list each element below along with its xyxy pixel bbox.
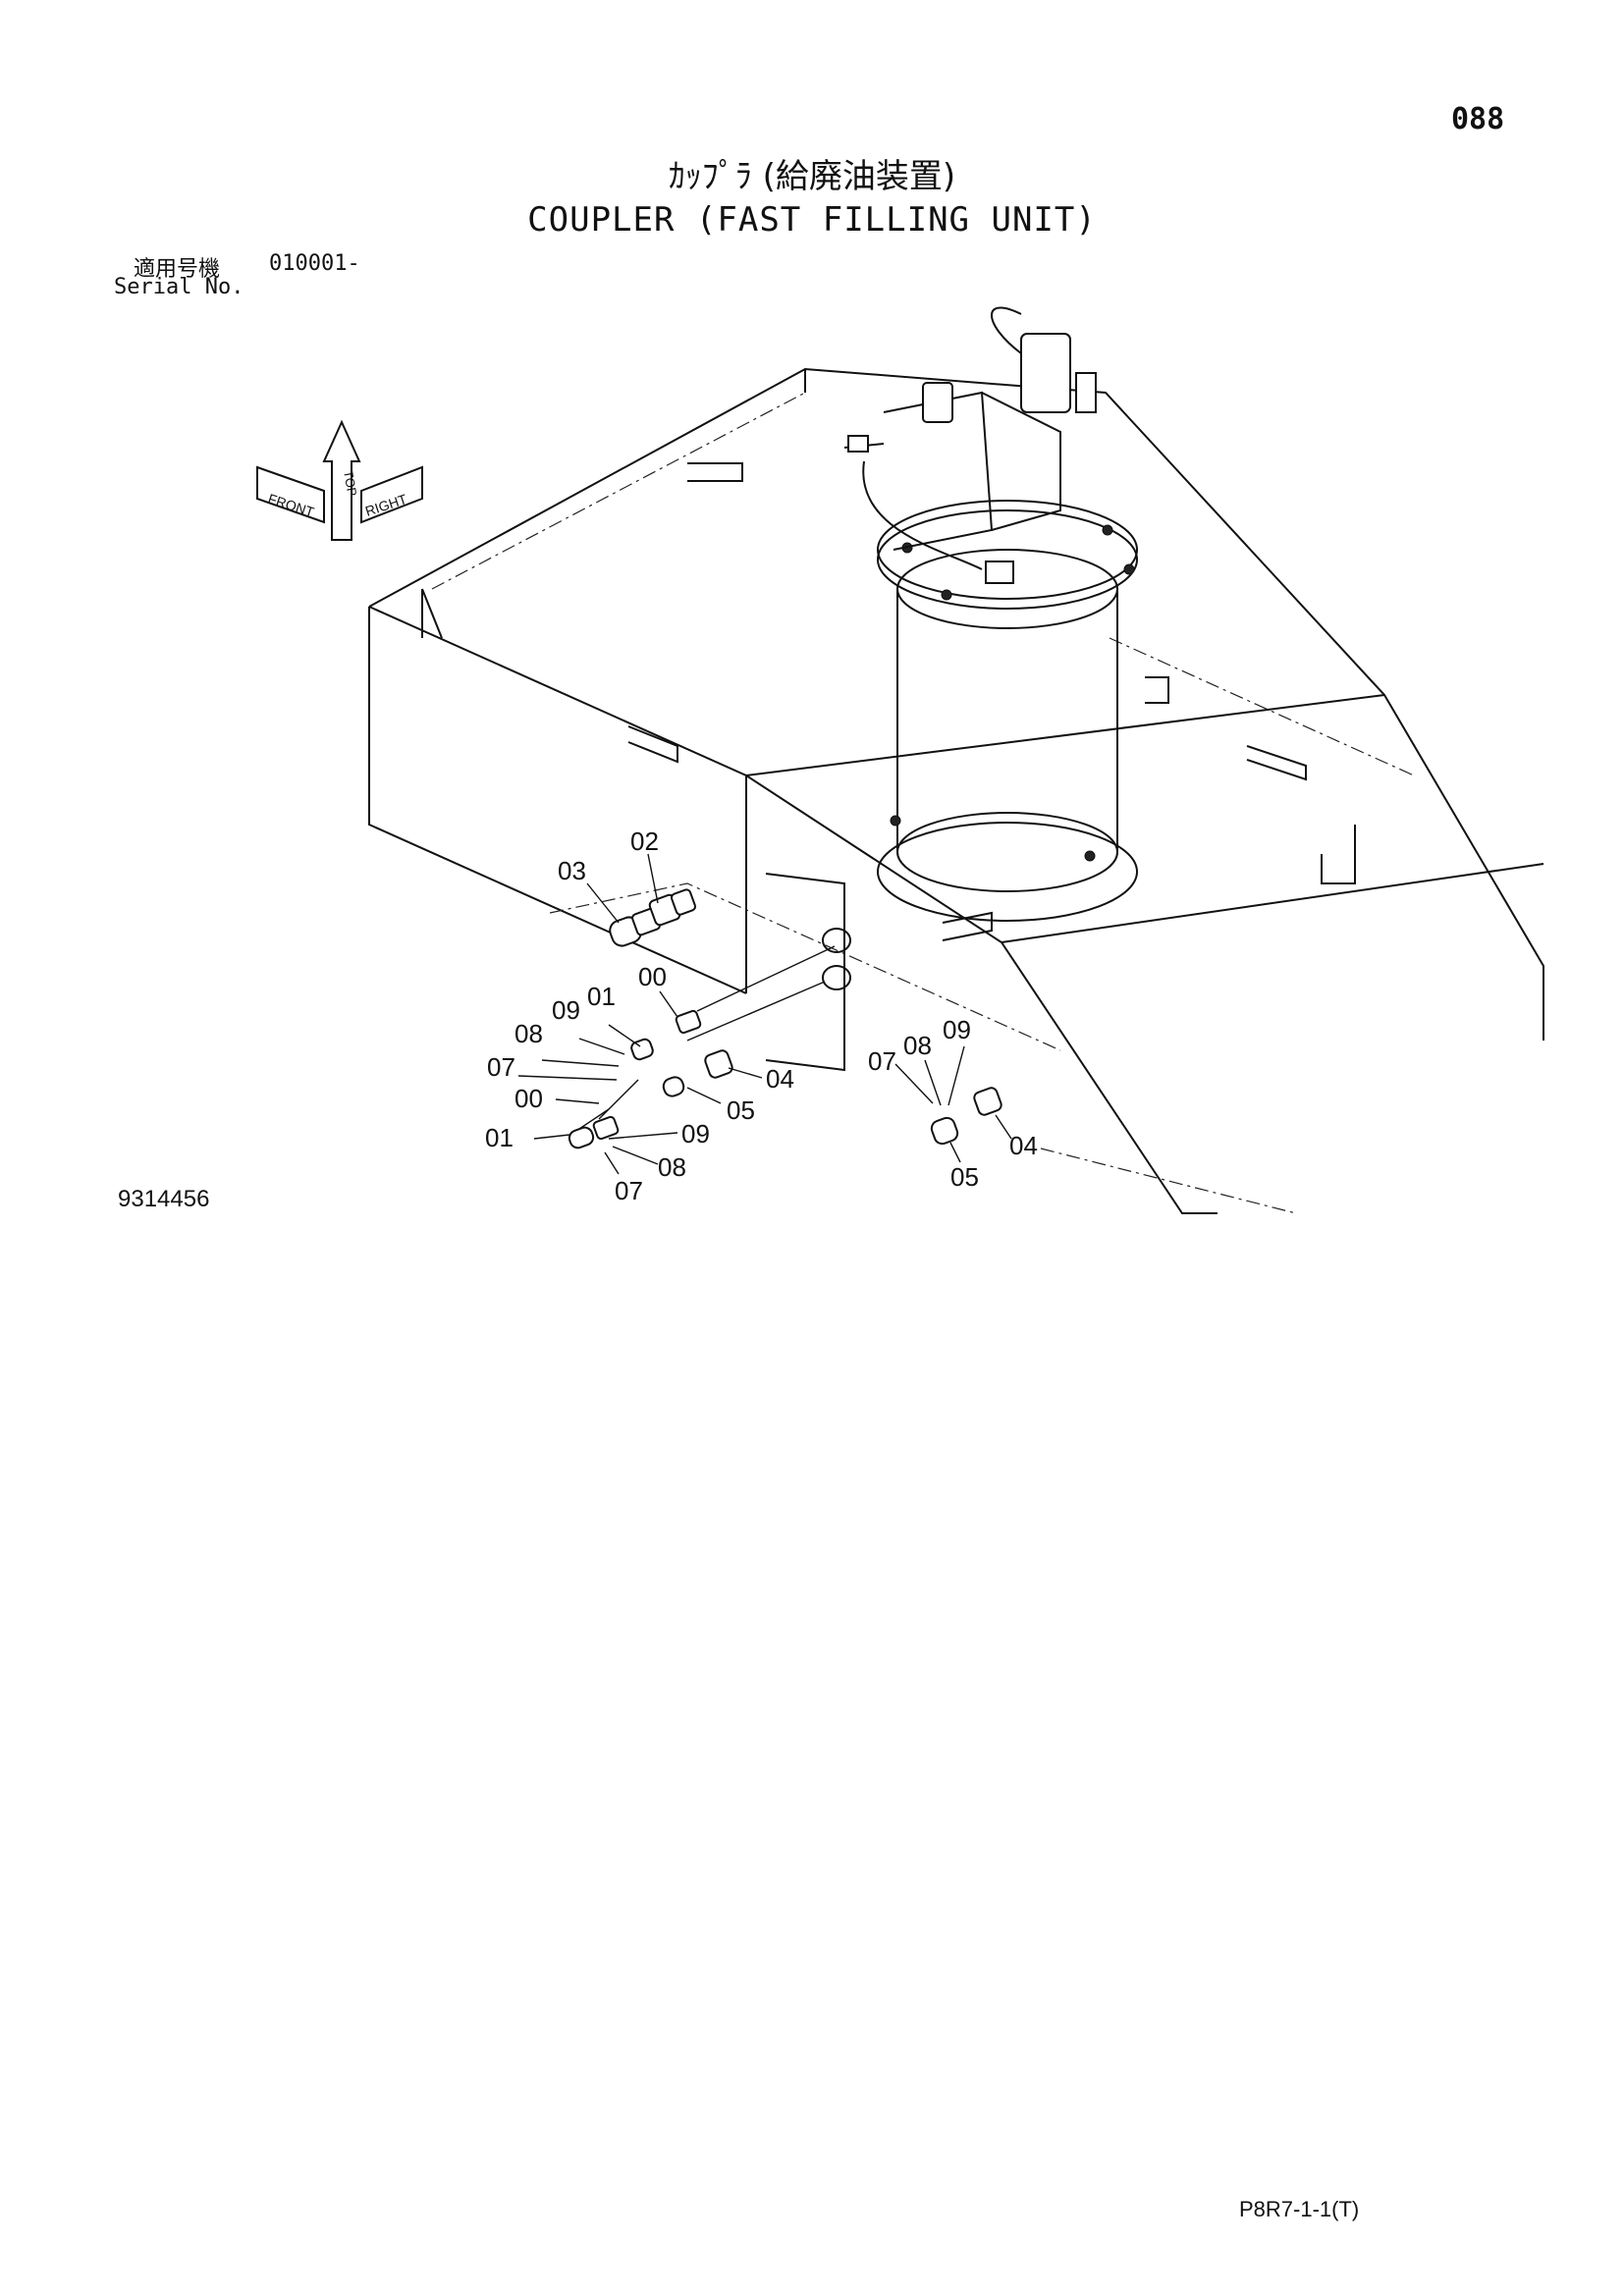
callout-07: 07 <box>868 1046 896 1076</box>
callout-00: 00 <box>638 962 667 991</box>
callout-09: 09 <box>552 995 580 1025</box>
callout-04: 04 <box>766 1064 794 1094</box>
callout-01: 01 <box>587 982 616 1011</box>
filter-cylinder <box>843 306 1138 922</box>
callout-08: 08 <box>903 1031 932 1060</box>
callout-09: 09 <box>681 1119 710 1148</box>
callout-labels: 02 03 00 01 09 08 07 04 05 00 01 09 08 0… <box>485 827 1038 1205</box>
elbow-fitting-03 <box>609 907 661 947</box>
serial-label-english: Serial No. <box>114 275 244 299</box>
page-number: 088 <box>1451 102 1505 136</box>
callout-08: 08 <box>658 1152 686 1182</box>
callout-04: 04 <box>1009 1131 1038 1160</box>
callout-07: 07 <box>487 1052 515 1082</box>
page-code: P8R7-1-1(T) <box>1239 2197 1360 2221</box>
coupler-parts <box>568 888 1002 1149</box>
callout-03: 03 <box>558 856 586 885</box>
drawing-number: 9314456 <box>118 1186 210 1212</box>
tank-body <box>368 367 1544 1214</box>
callout-08: 08 <box>514 1019 543 1048</box>
orientation-top-label: TOP <box>341 469 359 498</box>
title-japanese: ｶｯﾌﾟﾗ (給廃油装置) <box>668 157 956 196</box>
title-english: COUPLER (FAST FILLING UNIT) <box>527 200 1097 240</box>
orientation-symbol: FRONT RIGHT TOP <box>256 419 423 541</box>
callout-00: 00 <box>514 1084 543 1113</box>
callout-07: 07 <box>615 1176 643 1205</box>
leader-lines <box>517 853 1012 1175</box>
serial-number-value: 010001- <box>269 251 360 276</box>
callout-01: 01 <box>485 1123 514 1152</box>
callout-05: 05 <box>950 1162 979 1192</box>
callout-09: 09 <box>943 1015 971 1044</box>
callout-02: 02 <box>630 827 659 856</box>
serial-label-japanese: 適用号機 <box>134 257 221 282</box>
callout-05: 05 <box>727 1095 755 1125</box>
